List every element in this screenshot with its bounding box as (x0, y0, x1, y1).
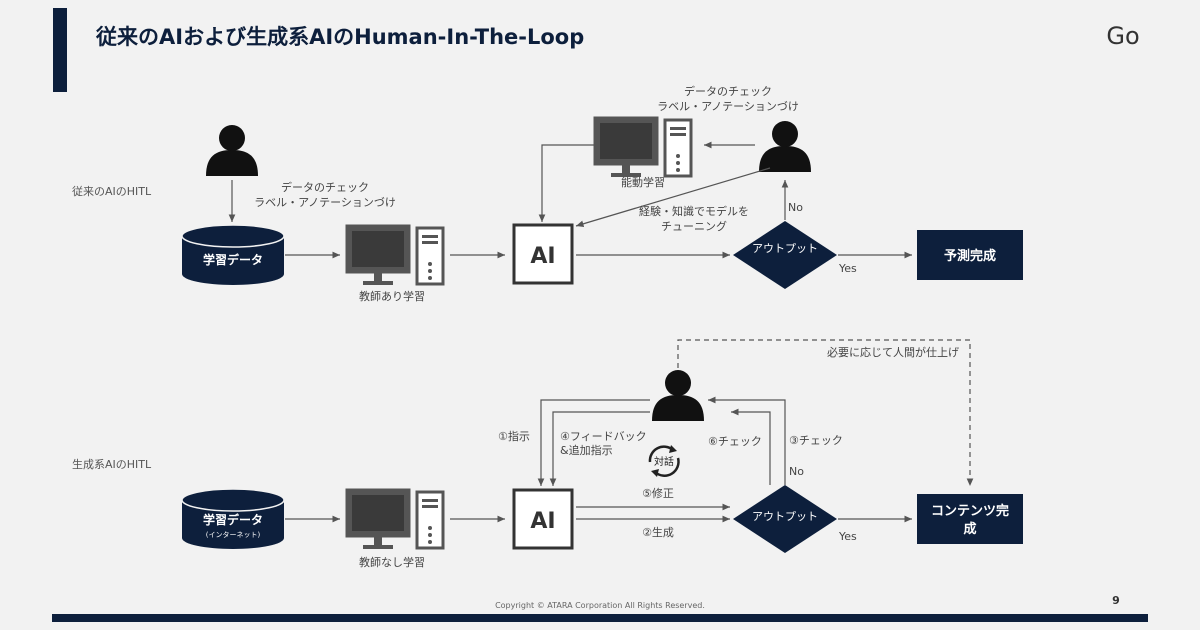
ai-label: AI (530, 244, 555, 269)
output-decision (733, 485, 837, 553)
arrow-check-6 (731, 408, 771, 485)
dialogue-label: 対話 (654, 455, 674, 468)
content-complete-box (917, 494, 1023, 544)
yes-label: Yes (838, 530, 857, 543)
company-logo: Go (1106, 22, 1139, 50)
content-complete-label: コンテンツ完 (931, 503, 1009, 519)
step3-label: ③チェック (789, 434, 843, 447)
person-icon (759, 121, 811, 172)
active-learning-label: 能動学習 (621, 175, 665, 189)
ai-chip-icon (512, 488, 574, 550)
training-data-cylinder (181, 224, 285, 285)
annotation-label: ラベル・アノテーションづけ (657, 100, 799, 113)
section-label-generative: 生成系AIのHITL (72, 457, 152, 471)
prediction-complete-box (917, 230, 1023, 280)
title-accent-bar (53, 8, 67, 92)
dialogue-cycle-icon (648, 445, 680, 477)
arrow-check-3 (708, 396, 786, 485)
computer-icon (345, 224, 445, 287)
data-check-label: データのチェック (281, 180, 369, 194)
no-label: No (789, 465, 804, 478)
step5-label: ⑤修正 (642, 486, 674, 500)
ai-label: AI (530, 509, 555, 534)
supervised-learning-label: 教師あり学習 (359, 289, 425, 303)
arrow-instruction (537, 399, 650, 486)
copyright: Copyright © ATARA Corporation All Rights… (495, 601, 705, 610)
step1-label: ①指示 (498, 429, 530, 443)
footer-bar (52, 614, 1148, 622)
annotation-label: ラベル・アノテーションづけ (254, 196, 396, 209)
arrow-tuning (575, 167, 771, 228)
arrow-pc-to-ai (538, 144, 594, 222)
output-label: アウトプット (752, 510, 818, 523)
no-label: No (788, 201, 803, 214)
content-complete-label: 成 (963, 521, 976, 537)
step4-label: &追加指示 (560, 443, 613, 457)
page-number: 9 (1112, 594, 1120, 607)
section-label-traditional: 従来のAIのHITL (72, 185, 152, 198)
step6-label: ⑥チェック (708, 435, 762, 448)
ai-chip-icon (512, 223, 574, 285)
person-icon (652, 370, 704, 421)
dashed-arrow-human-finish (677, 339, 974, 486)
computer-icon (345, 488, 445, 551)
training-data-label: 学習データ (203, 252, 263, 267)
yes-label: Yes (838, 262, 857, 275)
training-data-label: 学習データ (203, 512, 263, 527)
prediction-complete-label: 予測完成 (944, 248, 996, 264)
tuning-label: チューニング (661, 219, 727, 233)
human-finish-label: 必要に応じて人間が仕上げ (827, 345, 959, 359)
unsupervised-learning-label: 教師なし学習 (359, 555, 425, 569)
data-check-label: データのチェック (684, 84, 772, 98)
output-label: アウトプット (752, 242, 818, 255)
step2-label: ②生成 (642, 525, 674, 539)
computer-icon (593, 116, 693, 179)
person-icon (206, 125, 258, 176)
internet-label: (インターネット) (206, 530, 261, 539)
arrow-feedback (549, 411, 650, 486)
output-decision (733, 221, 837, 289)
training-data-cylinder (181, 488, 285, 549)
tuning-label: 経験・知識でモデルを (639, 204, 749, 218)
slide-title: 従来のAIおよび生成系AIのHuman-In-The-Loop (95, 25, 584, 49)
step4-label: ④フィードバック (560, 430, 647, 443)
